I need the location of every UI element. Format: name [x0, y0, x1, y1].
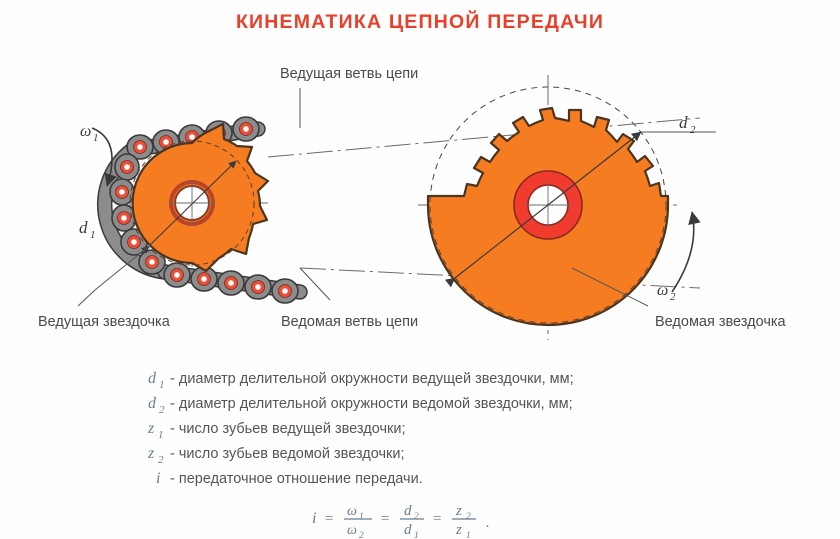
- legend-item: i - передаточное отношение передачи.: [156, 470, 423, 487]
- formula-f1-denominator: ω: [347, 523, 357, 538]
- legend-item: d 2 - диаметр делительной окружности вед…: [148, 395, 573, 416]
- page-title: КИНЕМАТИКА ЦЕПНОЙ ПЕРЕДАЧИ: [236, 9, 604, 33]
- chain-roller: [224, 276, 238, 290]
- drive-sprocket-leader: [77, 289, 96, 307]
- formula-f1-numerator: ω: [347, 504, 357, 519]
- formula-lhs: i: [312, 510, 316, 527]
- callout-leaders: [77, 88, 649, 307]
- formula-f3-denominator-sub: 1: [466, 531, 471, 539]
- annotation-d1: d 1: [79, 218, 96, 241]
- rotation-arrows: [91, 127, 701, 293]
- legend-subscript: 1: [158, 429, 164, 441]
- driven-sprocket: [426, 86, 716, 327]
- d2-subscript: 2: [690, 124, 696, 136]
- chain-roller: [120, 160, 134, 174]
- legend-subscript: 1: [159, 379, 165, 391]
- callout-driven-sprocket: Ведомая звездочка: [655, 314, 787, 330]
- callout-drive-sprocket: Ведущая звездочка: [38, 314, 171, 330]
- chain-roller: [239, 122, 253, 136]
- legend-symbol: d: [148, 395, 157, 412]
- driven-branch-leader: [299, 267, 331, 301]
- omega1-symbol: ω: [80, 123, 91, 140]
- formula-equals-2: =: [380, 511, 390, 527]
- annotation-d2: d 2: [679, 113, 696, 136]
- d2-dimension-line: [444, 131, 642, 288]
- driven-sprocket-leader: [571, 267, 649, 307]
- d2-symbol: d: [679, 113, 688, 132]
- callout-driven-branch: Ведомая ветвь цепи: [281, 314, 418, 330]
- legend-list: d 1 - диаметр делительной окружности вед…: [147, 370, 574, 487]
- formula-f2-denominator-sub: 1: [414, 531, 419, 539]
- formula-f3-numerator: z: [455, 503, 462, 519]
- formula-f1-numerator-sub: 1: [359, 512, 364, 522]
- chain-roller: [145, 255, 159, 269]
- d1-dimension-line: [141, 160, 237, 254]
- formula-f2-numerator-sub: 2: [414, 512, 419, 522]
- large-pitch-circle: [429, 86, 667, 324]
- legend-symbol: i: [156, 470, 160, 487]
- chain-roller: [133, 140, 147, 154]
- formula-f2-numerator: d: [404, 503, 412, 519]
- small-pitch-circle: [129, 140, 255, 266]
- d1-subscript: 1: [90, 229, 96, 241]
- formula-equals-1: =: [324, 511, 334, 527]
- formula-period: .: [486, 515, 490, 531]
- chain-roller: [278, 284, 292, 298]
- legend-symbol: z: [147, 445, 155, 462]
- chain-roller: [197, 272, 211, 286]
- formula-f3-denominator: z: [455, 522, 462, 538]
- legend-item: z 1 - число зубьев ведущей звездочки;: [147, 420, 405, 441]
- legend-text: - передаточное отношение передачи.: [170, 471, 423, 487]
- d1-leader: [94, 245, 150, 291]
- chain-roller: [115, 185, 129, 199]
- chain-roller: [117, 211, 131, 225]
- upper-tangent-line: [267, 117, 701, 158]
- formula-f2-denominator: d: [404, 522, 412, 538]
- callout-drive-branch: Ведущая ветвь цепи: [280, 66, 418, 82]
- legend-item: d 1 - диаметр делительной окружности вед…: [148, 370, 574, 391]
- annotation-omega1: ω 1: [80, 123, 99, 144]
- omega1-subscript: 1: [93, 132, 99, 144]
- chain-roller: [127, 235, 141, 249]
- legend-symbol: z: [147, 420, 155, 437]
- chain-roller: [159, 135, 173, 149]
- legend-text: - число зубьев ведомой звездочки;: [170, 446, 405, 462]
- formula-f1-denominator-sub: 2: [359, 531, 364, 539]
- legend-item: z 2 - число зубьев ведомой звездочки;: [147, 445, 405, 466]
- omega2-subscript: 2: [670, 291, 676, 303]
- chain-roller: [170, 268, 184, 282]
- annotation-omega2: ω 2: [657, 282, 676, 303]
- formula-f3-numerator-sub: 2: [466, 512, 471, 522]
- legend-subscript: 2: [159, 404, 165, 416]
- formula-equals-3: =: [432, 511, 442, 527]
- drive-sprocket: [94, 122, 270, 291]
- omega2-symbol: ω: [657, 282, 668, 299]
- omega1-arrow: [91, 127, 117, 187]
- legend-text: - число зубьев ведущей звездочки;: [170, 421, 405, 437]
- ratio-formula: i = ω 1 ω 2 = d 2 d 1 = z 2 z 1 .: [312, 503, 490, 539]
- legend-text: - диаметр делительной окружности ведомой…: [170, 396, 573, 412]
- chain-roller: [251, 280, 265, 294]
- omega2-arrow: [671, 211, 701, 293]
- d1-symbol: d: [79, 218, 88, 237]
- legend-subscript: 2: [158, 454, 164, 466]
- legend-symbol: d: [148, 370, 157, 387]
- legend-text: - диаметр делительной окружности ведущей…: [170, 371, 574, 387]
